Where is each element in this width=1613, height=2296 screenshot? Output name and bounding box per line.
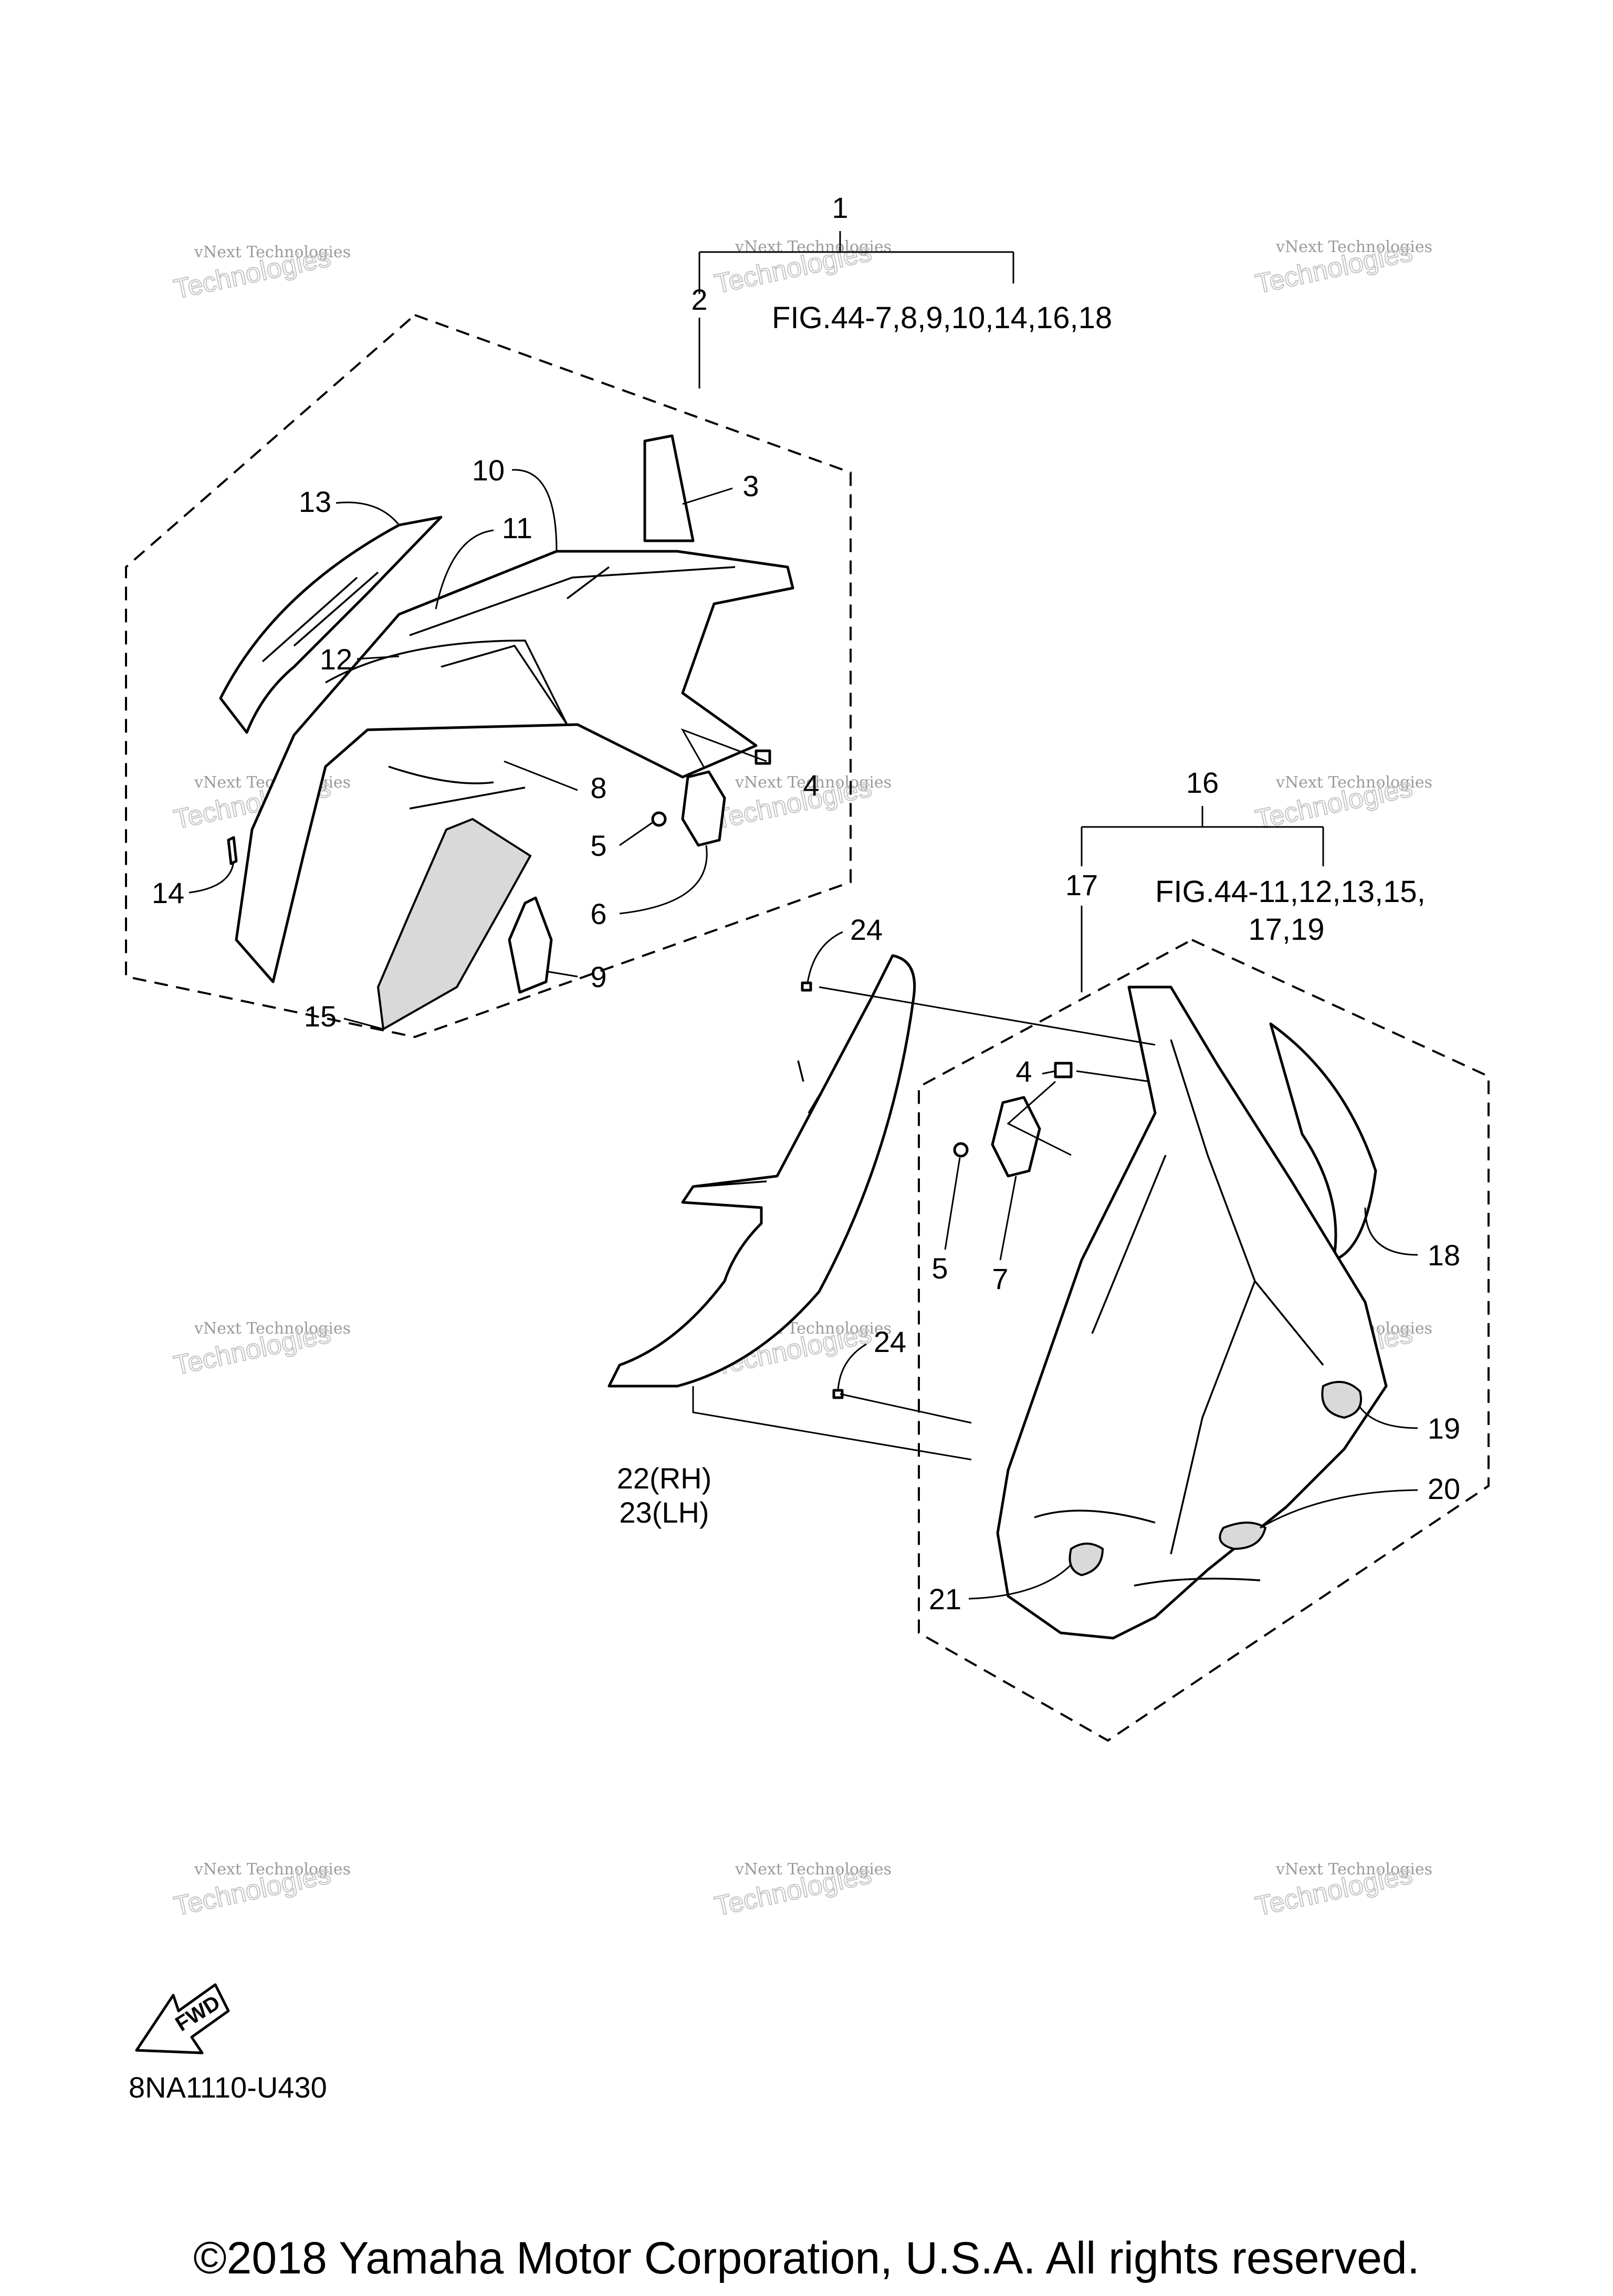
copyright-notice: ©2018 Yamaha Motor Corporation, U.S.A. A…: [193, 2233, 1420, 2283]
callout-20[interactable]: 20: [1428, 1472, 1460, 1505]
forward-arrow-icon: [135, 1983, 230, 2054]
callout-23[interactable]: 23(LH): [619, 1496, 709, 1529]
watermark: vNext Technologies Technologies: [711, 236, 892, 300]
assembly-1-bracket: 1 2 FIG.44-7,8,9,10,14,16,18: [691, 191, 1112, 389]
part-5-screw[interactable]: [651, 811, 667, 827]
callout-9[interactable]: 9: [590, 960, 606, 993]
callout-8[interactable]: 8: [590, 771, 606, 804]
svg-text:vNext Technologies: vNext Technologies: [1275, 1860, 1432, 1879]
figure-reference-2[interactable]: FIG.44-11,12,13,15,: [1155, 875, 1426, 909]
svg-text:vNext Technologies: vNext Technologies: [1275, 238, 1432, 256]
callout-6[interactable]: 6: [590, 897, 606, 930]
forward-arrow: FWD: [135, 1983, 230, 2054]
part-20-pad[interactable]: [1219, 1522, 1267, 1550]
watermark: vNext Technologies Technologies: [1252, 236, 1432, 300]
part-10-side-panel[interactable]: [235, 550, 794, 983]
part-4-nut[interactable]: [755, 749, 771, 765]
callout-14[interactable]: 14: [152, 876, 184, 909]
callout-7[interactable]: 7: [992, 1262, 1008, 1295]
callout-2[interactable]: 2: [691, 283, 707, 316]
part-15-mesh[interactable]: [376, 817, 532, 1031]
watermark: vNext Technologies Technologies: [1252, 772, 1432, 836]
part-7-clip[interactable]: [991, 1096, 1041, 1178]
part-13-cover[interactable]: [219, 516, 443, 734]
part-21-pad[interactable]: [1069, 1543, 1104, 1577]
callout-13[interactable]: 13: [299, 485, 331, 518]
part-6-clip[interactable]: [681, 770, 726, 847]
callout-21[interactable]: 21: [929, 1582, 961, 1616]
watermark: vNext Technologies Technologies: [171, 1859, 351, 1923]
assembly-16-bracket: 16 17 FIG.44-11,12,13,15, 17,19: [1065, 766, 1426, 992]
svg-text:vNext Technologies: vNext Technologies: [735, 238, 892, 256]
callout-22[interactable]: 22(RH): [617, 1462, 711, 1495]
callout-19[interactable]: 19: [1428, 1412, 1460, 1445]
svg-text:vNext Technologies: vNext Technologies: [194, 243, 351, 261]
callout-17[interactable]: 17: [1065, 868, 1098, 901]
part-3-bracket[interactable]: [643, 434, 695, 542]
left-upper-cowling-assembly: 13 10 11 3 12 8 4 5 6 9 14 15: [125, 313, 852, 1039]
watermark: vNext Technologies Technologies: [1252, 1859, 1432, 1923]
part-17-main-cowling[interactable]: [996, 986, 1388, 1640]
part-5-screw-b[interactable]: [953, 1142, 969, 1158]
callout-24b[interactable]: 24: [874, 1325, 906, 1358]
svg-text:vNext Technologies: vNext Technologies: [735, 773, 892, 792]
part-19-pad[interactable]: [1321, 1381, 1362, 1419]
right-side-cowling-assembly: 24 4 5 7 18 24 19 20 21 22(RH) 23(LH): [608, 913, 1490, 1742]
part-18-windscreen[interactable]: [1269, 1022, 1377, 1262]
callout-16[interactable]: 16: [1186, 766, 1219, 799]
callout-4b[interactable]: 4: [1015, 1055, 1032, 1088]
part-14-fastener[interactable]: [227, 836, 238, 865]
part-9-plate[interactable]: [508, 896, 553, 994]
callout-1[interactable]: 1: [832, 191, 848, 224]
callout-11[interactable]: 11: [502, 511, 532, 544]
figure-reference-1[interactable]: FIG.44-7,8,9,10,14,16,18: [772, 301, 1112, 335]
callout-15[interactable]: 15: [304, 1000, 337, 1033]
svg-text:vNext Technologies: vNext Technologies: [194, 1860, 351, 1879]
figure-reference-2-cont[interactable]: 17,19: [1248, 913, 1324, 947]
watermark: vNext Technologies Technologies: [711, 772, 892, 836]
watermarks: vNext Technologies Technologies vNext Te…: [171, 236, 1432, 1923]
callout-10[interactable]: 10: [472, 454, 505, 487]
svg-text:vNext Technologies: vNext Technologies: [194, 1319, 351, 1338]
callout-5b[interactable]: 5: [931, 1252, 948, 1285]
diagram-code: 8NA1110-U430: [129, 2071, 327, 2104]
part-22-23-side-panel[interactable]: [608, 954, 916, 1388]
part-24-fastener-a[interactable]: [801, 981, 812, 992]
part-4-nut-b[interactable]: [1054, 1062, 1073, 1078]
watermark: vNext Technologies Technologies: [711, 1859, 892, 1923]
watermark: vNext Technologies Technologies: [171, 242, 351, 306]
callout-18[interactable]: 18: [1428, 1239, 1460, 1272]
callout-3[interactable]: 3: [742, 469, 759, 502]
callout-24a[interactable]: 24: [850, 913, 883, 946]
callout-4a[interactable]: 4: [803, 769, 819, 802]
svg-text:vNext Technologies: vNext Technologies: [1275, 773, 1432, 792]
callout-5a[interactable]: 5: [590, 829, 606, 862]
svg-text:vNext Technologies: vNext Technologies: [735, 1860, 892, 1879]
callout-12[interactable]: 12: [320, 643, 352, 676]
watermark: vNext Technologies Technologies: [171, 1318, 351, 1382]
